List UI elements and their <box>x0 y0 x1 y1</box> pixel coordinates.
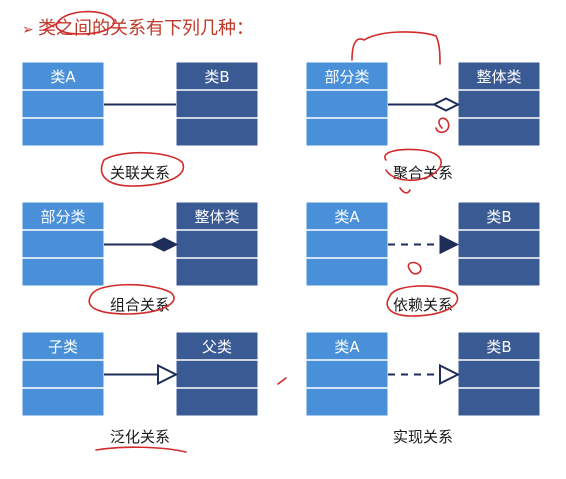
relation-realization-box-left-methods <box>305 387 389 417</box>
relation-association-box-left-label: 类A <box>50 68 76 86</box>
slide-title: 类之间的关系有下列几种： <box>38 18 254 39</box>
annotation-aggregation-loop <box>435 117 450 134</box>
relation-composition-box-left-label: 部分类 <box>40 208 85 226</box>
relation-realization-box-right-header <box>457 331 541 361</box>
annotation-generalization-underline <box>95 446 187 453</box>
relation-generalization-box-left-label: 子类 <box>48 338 78 356</box>
relation-composition-box-right: 整体类 <box>175 201 259 287</box>
relation-realization-box-left-label: 类A <box>334 338 360 356</box>
relation-composition-box-right-header <box>175 201 259 231</box>
annotation-association-circle <box>100 151 185 187</box>
relation-generalization-box-left: 子类 <box>21 331 105 417</box>
relation-aggregation-box-right-methods <box>457 117 541 147</box>
relation-association-box-left-attributes <box>21 89 105 119</box>
relation-realization-box-left-header <box>305 331 389 361</box>
relation-dependency-box-left-label: 类A <box>334 208 360 226</box>
relation-association-box-right-methods <box>175 117 259 147</box>
relation-aggregation-connector <box>388 97 461 112</box>
annotation-title-tick <box>43 21 61 31</box>
title-bullet: ➢ <box>22 22 34 38</box>
relation-dependency-caption: 依赖关系 <box>393 296 453 314</box>
relation-aggregation-box-left-methods <box>305 117 389 147</box>
relation-generalization-box-left-attributes <box>21 359 105 389</box>
annotation-composition-circle <box>88 283 175 315</box>
relation-generalization-box-left-header <box>21 331 105 361</box>
relation-aggregation-box-right-header <box>457 61 541 91</box>
relation-association-box-left-header <box>21 61 105 91</box>
relation-aggregation-box-left-header <box>305 61 389 91</box>
relation-association-box-right: 类B <box>175 61 259 147</box>
relation-composition-connector-diamond-head <box>149 237 179 252</box>
relation-association-box-left: 类A <box>21 61 105 147</box>
annotation-stray-tick <box>277 377 287 385</box>
relation-composition-box-right-attributes <box>175 229 259 259</box>
relation-composition-caption: 组合关系 <box>110 296 170 314</box>
annotation-aggregation-circle <box>384 148 442 182</box>
relation-dependency-box-right-label: 类B <box>486 208 511 226</box>
relation-realization-connector-triangle-head <box>439 363 461 386</box>
relation-dependency-box-right: 类B <box>457 201 541 287</box>
relation-generalization-connector <box>104 363 179 386</box>
relation-realization-box-left: 类A <box>305 331 389 417</box>
annotation-aggregation-tick <box>399 187 411 194</box>
relation-dependency-connector <box>388 234 460 255</box>
relation-generalization-box-right: 父类 <box>175 331 259 417</box>
relation-realization-connector <box>388 363 461 386</box>
annotation-dependency-loop <box>407 261 422 275</box>
relation-aggregation-connector-diamond-head <box>431 97 461 112</box>
relation-dependency-box-right-methods <box>457 257 541 287</box>
relation-association-box-right-header <box>175 61 259 91</box>
relation-association-box-right-attributes <box>175 89 259 119</box>
relation-aggregation-box-left: 部分类 <box>305 61 389 147</box>
relation-realization-box-right-label: 类B <box>486 338 511 356</box>
relation-association-box-left-methods <box>21 117 105 147</box>
relation-generalization-box-left-methods <box>21 387 105 417</box>
relation-generalization-box-right-attributes <box>175 359 259 389</box>
relation-aggregation-box-right: 整体类 <box>457 61 541 147</box>
relation-composition-box-left-methods <box>21 257 105 287</box>
relation-aggregation-box-left-attributes <box>305 89 389 119</box>
annotation-layer <box>43 10 459 453</box>
annotation-aggregation-bracket <box>351 31 441 65</box>
relation-aggregation-box-right-attributes <box>457 89 541 119</box>
relation-aggregation-box-right-label: 整体类 <box>476 68 521 86</box>
relation-association-box-right-label: 类B <box>204 68 229 86</box>
relation-generalization-box-right-label: 父类 <box>202 338 232 356</box>
relation-realization-caption: 实现关系 <box>393 428 453 446</box>
relation-generalization-box-right-methods <box>175 387 259 417</box>
relation-realization-box-left-attributes <box>305 359 389 389</box>
relation-composition-box-left-attributes <box>21 229 105 259</box>
relation-dependency-box-right-attributes <box>457 229 541 259</box>
relation-realization-box-right: 类B <box>457 331 541 417</box>
relation-composition-box-right-methods <box>175 257 259 287</box>
relation-composition-box-left: 部分类 <box>21 201 105 287</box>
relation-composition-box-right-label: 整体类 <box>194 208 239 226</box>
relation-realization-box-right-attributes <box>457 359 541 389</box>
relation-aggregation-caption: 聚合关系 <box>393 164 453 182</box>
relation-dependency-box-left-attributes <box>305 229 389 259</box>
relation-dependency-box-left: 类A <box>305 201 389 287</box>
relation-composition-connector <box>104 237 179 252</box>
relation-dependency-box-left-methods <box>305 257 389 287</box>
relation-realization-box-right-methods <box>457 387 541 417</box>
relation-dependency-connector-arrow-head <box>439 234 460 255</box>
annotation-title-circle <box>55 10 115 35</box>
relation-aggregation-box-left-label: 部分类 <box>324 68 369 86</box>
relation-generalization-caption: 泛化关系 <box>110 428 170 446</box>
relation-dependency-box-right-header <box>457 201 541 231</box>
relation-composition-box-left-header <box>21 201 105 231</box>
relation-generalization-connector-triangle-head <box>157 363 179 386</box>
relation-association-caption: 关联关系 <box>110 164 170 182</box>
annotation-dependency-circle <box>386 285 459 317</box>
